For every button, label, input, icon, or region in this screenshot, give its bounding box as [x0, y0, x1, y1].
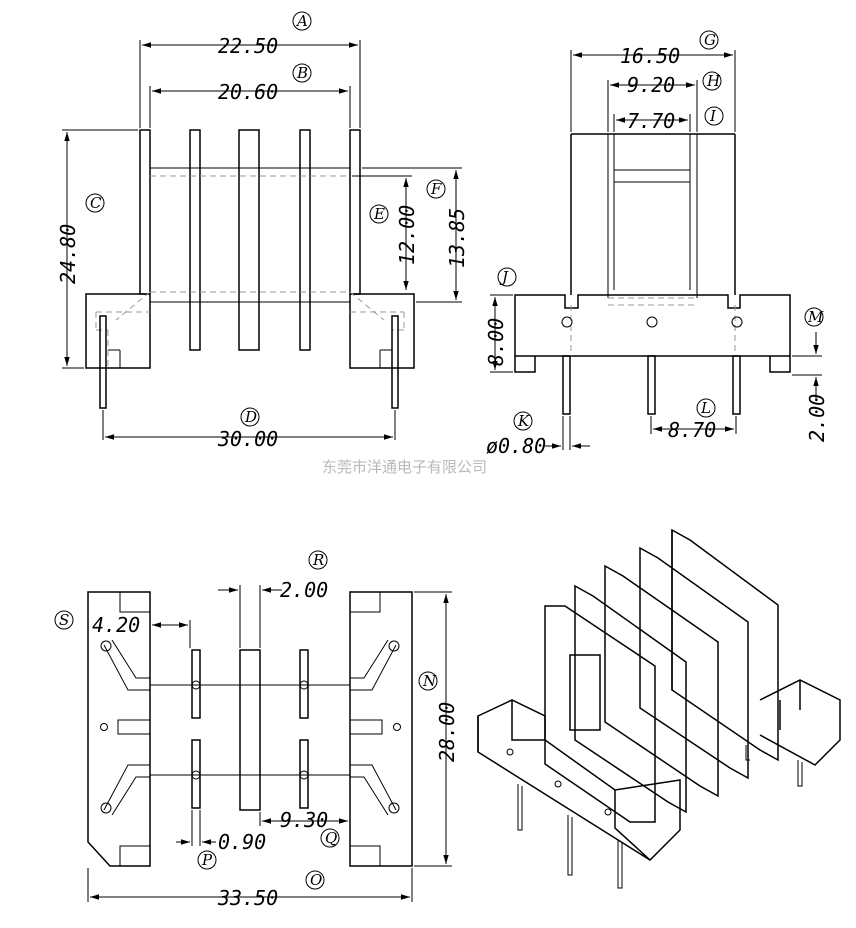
side-view: 16.50 G 9.20 H 7.70 I 8.00 J M 2.00 8.70… [484, 30, 829, 458]
dim-pin-span: 30.00 [217, 427, 278, 451]
dim-flange-thickness: 2.00 [280, 578, 328, 602]
dim-rib-width: 0.90 [218, 830, 266, 854]
label-B: B [296, 64, 308, 82]
dim-pin-pitch: 8.70 [668, 418, 716, 442]
front-rib-2 [238, 129, 260, 351]
watermark: 东莞市洋通电子有限公司 [322, 458, 487, 476]
dim-base-height: 8.00 [484, 318, 508, 366]
dim-side-width: 16.50 [620, 44, 680, 68]
side-base [514, 294, 791, 357]
dim-pin-diameter: ø0.80 [486, 434, 546, 458]
front-right-flange [349, 129, 361, 295]
front-left-base [85, 293, 151, 369]
label-M: M [807, 308, 824, 326]
label-K: K [517, 412, 530, 430]
isometric-view [477, 528, 841, 889]
label-Q: Q [325, 829, 337, 847]
dim-window-inner: 7.70 [627, 109, 675, 133]
front-rib-1 [189, 129, 201, 351]
label-J: J [499, 268, 509, 286]
dim-flange-height: 13.85 [445, 208, 469, 268]
label-H: H [706, 72, 721, 90]
dim-pin-offset: 2.00 [805, 394, 829, 442]
dim-height-total: 24.80 [56, 224, 80, 284]
label-C: C [90, 194, 102, 212]
front-rib-3 [299, 129, 311, 351]
label-R: R [312, 551, 324, 569]
front-view: 22.50 A 20.60 B 24.80 C 12.00 E 13.85 F … [56, 11, 469, 451]
top-center-flange [239, 649, 261, 811]
side-flange [570, 133, 736, 295]
dim-slot-offset: 4.20 [92, 613, 140, 637]
label-D: D [244, 408, 257, 426]
label-E: E [373, 205, 385, 223]
front-left-flange [139, 129, 151, 295]
label-L: L [700, 399, 711, 417]
dim-width-outer: 22.50 [218, 34, 278, 58]
label-G: G [704, 31, 716, 49]
top-right-block [349, 591, 413, 867]
dim-depth: 28.00 [435, 702, 459, 762]
label-P: P [201, 851, 213, 869]
dim-window-outer: 9.20 [627, 73, 675, 97]
label-S: S [59, 611, 69, 629]
label-F: F [430, 180, 442, 198]
label-A: A [295, 12, 308, 30]
dim-width-inner: 20.60 [218, 80, 278, 104]
front-right-pin [391, 315, 399, 409]
dim-rib-pitch: 9.30 [280, 808, 328, 832]
dim-slot-height: 12.00 [395, 205, 419, 265]
label-N: N [422, 672, 437, 690]
label-I: I [709, 107, 717, 125]
front-right-base [349, 293, 415, 369]
dim-total-width: 33.50 [217, 886, 278, 910]
front-left-pin [99, 315, 107, 409]
label-O: O [310, 871, 322, 889]
top-view: 2.00 R 4.20 S 28.00 N 9.30 Q 0.90 P 33.5… [54, 550, 459, 910]
